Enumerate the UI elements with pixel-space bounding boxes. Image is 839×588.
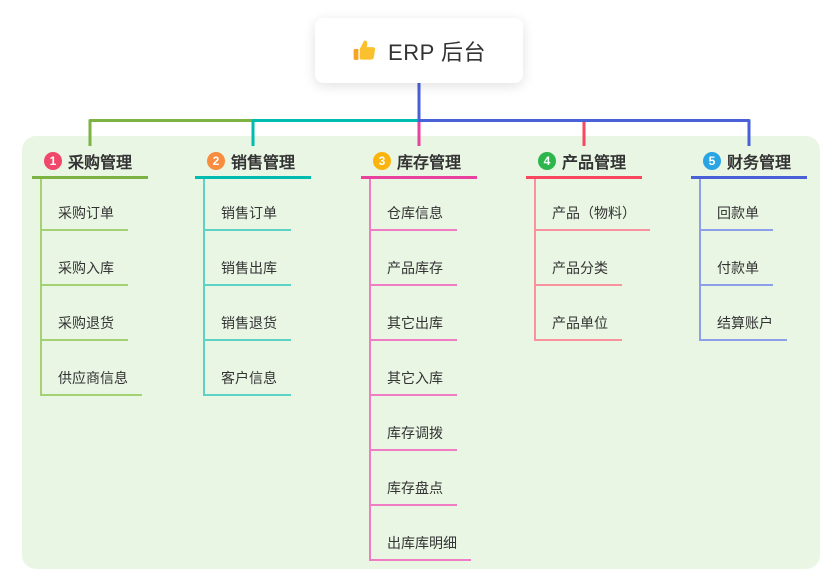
child-label: 库存盘点 (387, 480, 443, 496)
connector-branch-1 (88, 119, 253, 146)
child-node[interactable]: 产品分类 (534, 258, 622, 286)
child-node[interactable]: 其它出库 (369, 313, 457, 341)
child-node[interactable]: 结算账户 (699, 313, 787, 341)
child-node[interactable]: 供应商信息 (40, 368, 142, 396)
child-label: 产品分类 (552, 260, 608, 276)
branch-label: 销售管理 (231, 155, 296, 172)
child-node[interactable]: 产品库存 (369, 258, 457, 286)
child-label: 其它出库 (387, 315, 443, 331)
child-node[interactable]: 采购订单 (40, 203, 128, 231)
child-node[interactable]: 付款单 (699, 258, 773, 286)
root-title: ERP 后台 (388, 39, 486, 65)
branch-label: 采购管理 (68, 155, 133, 172)
child-node[interactable]: 销售订单 (203, 203, 291, 231)
root-node[interactable]: ERP 后台 (315, 18, 523, 83)
child-node[interactable]: 产品（物料） (534, 203, 650, 231)
child-label: 采购入库 (58, 260, 114, 276)
branch-label: 财务管理 (727, 155, 792, 172)
branch-badge: 2 (207, 152, 225, 170)
child-label: 仓库信息 (387, 205, 443, 221)
connector-branch-2 (251, 119, 419, 146)
branch-label: 产品管理 (562, 155, 627, 172)
branch-badge: 5 (703, 152, 721, 170)
child-node[interactable]: 库存调拨 (369, 423, 457, 451)
child-label: 产品（物料） (552, 205, 636, 221)
branch-badge: 3 (373, 152, 391, 170)
child-label: 销售订单 (221, 205, 277, 221)
child-label: 付款单 (717, 260, 759, 276)
branch-node[interactable]: 3 库存管理 (361, 146, 477, 179)
child-label: 采购订单 (58, 205, 114, 221)
child-label: 出库库明细 (387, 535, 457, 551)
child-label: 供应商信息 (58, 370, 128, 386)
child-label: 回款单 (717, 205, 759, 221)
branch-node[interactable]: 5 财务管理 (691, 146, 807, 179)
child-node[interactable]: 出库库明细 (369, 533, 471, 561)
child-node[interactable]: 采购入库 (40, 258, 128, 286)
thumbs-up-icon (352, 38, 378, 64)
branches-background-panel (22, 136, 820, 569)
child-node[interactable]: 其它入库 (369, 368, 457, 396)
child-node[interactable]: 产品单位 (534, 313, 622, 341)
child-node[interactable]: 客户信息 (203, 368, 291, 396)
connector-branch-5 (419, 119, 751, 146)
child-label: 销售出库 (221, 260, 277, 276)
child-node[interactable]: 库存盘点 (369, 478, 457, 506)
branch-badge: 4 (538, 152, 556, 170)
child-node[interactable]: 回款单 (699, 203, 773, 231)
child-node[interactable]: 采购退货 (40, 313, 128, 341)
child-label: 库存调拨 (387, 425, 443, 441)
child-label: 其它入库 (387, 370, 443, 386)
branch-label: 库存管理 (397, 155, 462, 172)
child-label: 结算账户 (717, 315, 773, 331)
child-label: 产品单位 (552, 315, 608, 331)
child-label: 销售退货 (221, 315, 277, 331)
branch-badge: 1 (44, 152, 62, 170)
child-label: 产品库存 (387, 260, 443, 276)
child-label: 采购退货 (58, 315, 114, 331)
child-node[interactable]: 销售出库 (203, 258, 291, 286)
branch-node[interactable]: 1 采购管理 (32, 146, 148, 179)
child-node[interactable]: 销售退货 (203, 313, 291, 341)
branch-node[interactable]: 2 销售管理 (195, 146, 311, 179)
child-label: 客户信息 (221, 370, 277, 386)
branch-node[interactable]: 4 产品管理 (526, 146, 642, 179)
child-node[interactable]: 仓库信息 (369, 203, 457, 231)
